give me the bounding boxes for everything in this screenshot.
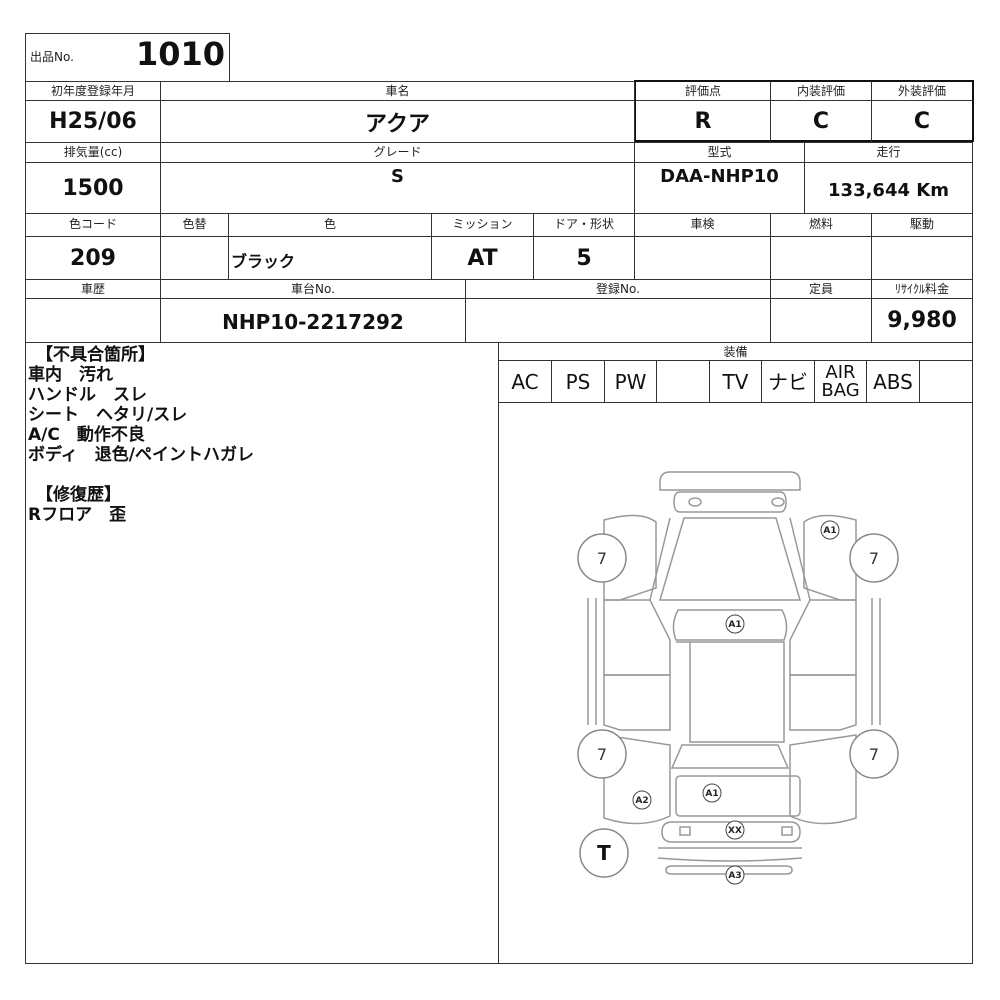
defect-line: シート ヘタリ/スレ bbox=[28, 405, 188, 425]
left-rear-quarter bbox=[603, 734, 671, 825]
model-code-label: 型式 bbox=[707, 145, 732, 159]
drive-value bbox=[872, 237, 972, 279]
chassis-no-label: 車台No. bbox=[291, 282, 335, 296]
chassis-no-value: NHP10-2217292 bbox=[222, 310, 404, 334]
car-damage-diagram: 7 7 7 7 T A1 A1 A2 A1 XX A3 bbox=[577, 471, 899, 885]
equip-ac: AC bbox=[511, 369, 539, 394]
recycle-fee-value: 9,980 bbox=[887, 308, 957, 333]
equip-pw: PW bbox=[614, 369, 647, 394]
color-change-label: 色替 bbox=[182, 217, 207, 231]
spare-tire-label: T bbox=[597, 841, 611, 865]
car-name-value: アクア bbox=[365, 111, 430, 137]
displacement-value: 1500 bbox=[62, 175, 124, 201]
repair-heading: 【修復歴】 bbox=[36, 485, 121, 505]
lot-number: 1010 bbox=[135, 35, 225, 73]
tire-fr-depth: 7 bbox=[869, 549, 879, 568]
exterior-grade-label: 外装評価 bbox=[897, 84, 946, 98]
grade-value: S bbox=[391, 166, 404, 187]
grade-label: グレード bbox=[373, 145, 422, 159]
windshield bbox=[672, 609, 788, 641]
right-front-fender bbox=[803, 514, 857, 601]
tire-fl-depth: 7 bbox=[597, 549, 607, 568]
interior-grade-value: C bbox=[812, 109, 830, 134]
hood bbox=[658, 517, 802, 601]
color-change-value bbox=[161, 237, 228, 279]
defect-line: A/C 動作不良 bbox=[28, 425, 145, 445]
equipment-label: 装備 bbox=[723, 345, 748, 359]
lot-label: 出品No. bbox=[30, 50, 74, 64]
equip-navi: ナビ bbox=[768, 369, 808, 394]
transmission-label: ミッション bbox=[452, 217, 513, 231]
tire-rear-left bbox=[577, 729, 627, 779]
displacement-label: 排気量(cc) bbox=[63, 145, 123, 159]
defect-line: 車内 汚れ bbox=[28, 365, 113, 385]
tire-rear-right bbox=[849, 729, 899, 779]
color-label: 色 bbox=[323, 217, 336, 231]
defect-line: ボディ 退色/ペイントハガレ bbox=[28, 445, 255, 465]
capacity-value bbox=[771, 299, 871, 342]
equip-ps: PS bbox=[565, 369, 591, 394]
score-box bbox=[634, 80, 974, 142]
defect-line: ハンドル スレ bbox=[28, 385, 147, 405]
vehicle-history-value bbox=[26, 299, 160, 342]
door-shape-value: 5 bbox=[576, 245, 592, 271]
right-rear-door bbox=[789, 674, 857, 731]
rear-bumper bbox=[661, 821, 801, 843]
color-code-value: 209 bbox=[70, 245, 116, 271]
fuel-value bbox=[771, 237, 871, 279]
damage-mark-rear-left: A2 bbox=[635, 796, 648, 806]
capacity-label: 定員 bbox=[808, 282, 833, 296]
model-code-value: DAA-NHP10 bbox=[660, 166, 779, 187]
score-label: 評価点 bbox=[684, 84, 721, 98]
damage-mark-tailgate: A1 bbox=[705, 789, 718, 799]
registration-no-value bbox=[466, 299, 770, 342]
mileage-label: 走行 bbox=[876, 145, 901, 159]
equip-empty-2 bbox=[920, 361, 972, 402]
equip-airbag: AIR BAG bbox=[821, 361, 860, 401]
recycle-fee-label: ﾘｻｲｸﾙ料金 bbox=[894, 282, 949, 296]
left-rear-door bbox=[603, 674, 671, 731]
roof bbox=[689, 641, 785, 743]
inspection-notes: 【不具合箇所】 車内 汚れ ハンドル スレ シート ヘタリ/スレ A/C 動作不… bbox=[28, 345, 493, 525]
interior-grade-label: 内装評価 bbox=[796, 84, 845, 98]
tire-front-left bbox=[577, 533, 627, 583]
tailgate bbox=[675, 775, 801, 817]
inspection-label: 車検 bbox=[690, 217, 715, 231]
vehicle-history-label: 車歴 bbox=[80, 282, 105, 296]
damage-mark-front-right: A1 bbox=[823, 526, 836, 536]
defects-heading: 【不具合箇所】 bbox=[36, 345, 155, 365]
tire-rr-depth: 7 bbox=[869, 745, 879, 764]
damage-mark-windshield: A1 bbox=[728, 620, 741, 630]
equip-abs: ABS bbox=[873, 369, 913, 394]
tire-rl-depth: 7 bbox=[597, 745, 607, 764]
reg-date-label: 初年度登録年月 bbox=[50, 84, 135, 98]
mileage-value: 133,644 Km bbox=[828, 180, 949, 201]
color-code-label: 色コード bbox=[68, 217, 117, 231]
inspection-value bbox=[635, 237, 770, 279]
equip-empty bbox=[657, 361, 709, 402]
repair-line: Rフロア 歪 bbox=[28, 505, 127, 525]
transmission-value: AT bbox=[467, 245, 498, 271]
exterior-grade-value: C bbox=[913, 109, 931, 134]
damage-mark-rear-lower: A3 bbox=[728, 871, 741, 881]
damage-mark-rear-bumper: XX bbox=[728, 826, 742, 836]
tire-front-right bbox=[849, 533, 899, 583]
left-front-fender bbox=[603, 514, 657, 601]
door-shape-label: ドア・形状 bbox=[553, 217, 614, 231]
registration-no-label: 登録No. bbox=[596, 282, 640, 296]
right-rear-quarter bbox=[789, 734, 857, 825]
equip-tv: TV bbox=[722, 369, 749, 394]
fuel-label: 燃料 bbox=[808, 217, 833, 231]
right-front-door bbox=[789, 599, 857, 676]
left-front-door bbox=[603, 599, 671, 676]
reg-date-value: H25/06 bbox=[49, 109, 137, 134]
car-name-label: 車名 bbox=[385, 84, 410, 98]
spare-tire bbox=[579, 828, 629, 878]
front-bumper bbox=[659, 471, 801, 491]
drive-label: 駆動 bbox=[909, 217, 934, 231]
color-value: ブラック bbox=[231, 252, 296, 271]
rear-window bbox=[670, 744, 790, 769]
score-value: R bbox=[694, 109, 712, 134]
